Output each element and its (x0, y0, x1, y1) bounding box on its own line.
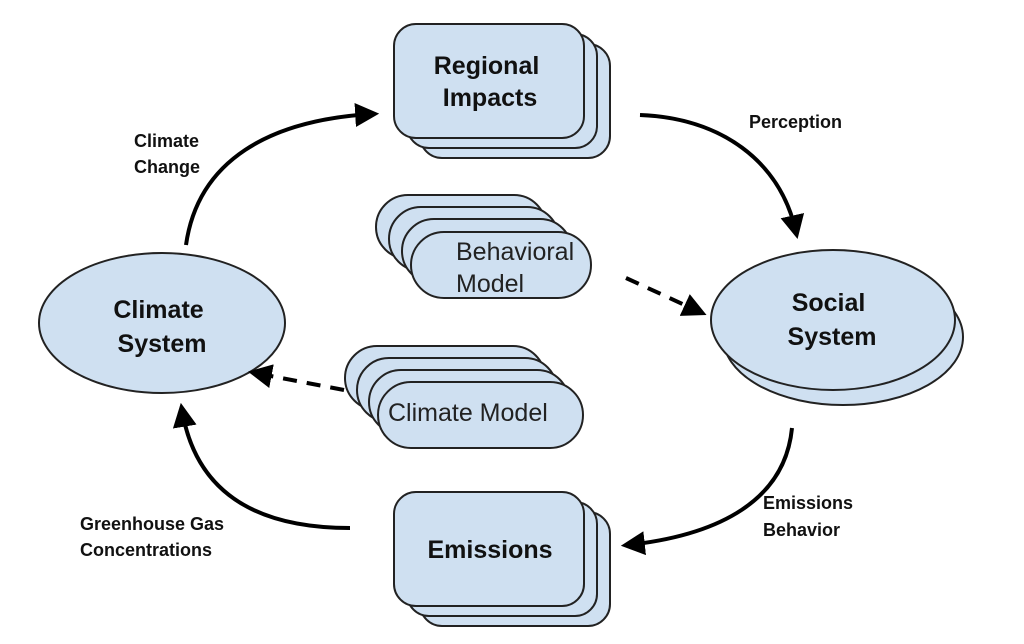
behavioral-model-line1: Behavioral (456, 238, 574, 266)
social-system-node: Social System (710, 249, 964, 406)
emissions-node: Emissions (393, 491, 611, 627)
arrow-emissions-behavior (620, 427, 794, 556)
emissions-box (393, 491, 585, 607)
regional-impacts-line1: Regional (434, 52, 540, 80)
social-system-label: Social System (788, 289, 877, 351)
behavioral-model-pill (410, 231, 592, 299)
regional-impacts-box (393, 23, 585, 139)
arrow-perception (639, 113, 805, 240)
edge-label-emissions-behavior: Emissions Behavior (763, 493, 858, 540)
arrow-climate-model-to-system (247, 364, 345, 392)
behavioral-model-line2: Model (456, 270, 524, 298)
regional-impacts-line2: Impacts (443, 84, 537, 112)
climate-model-label: Climate Model (388, 399, 548, 427)
regional-impacts-label: Regional Impacts (434, 52, 547, 112)
greenhouse-gas-line1: Greenhouse Gas (80, 514, 224, 534)
climate-model-pill (377, 381, 584, 449)
behavioral-model-node: Behavioral Model (375, 194, 592, 299)
climate-system-label: Climate System (113, 296, 210, 358)
climate-system-line2: System (118, 330, 207, 358)
social-system-ellipse (710, 249, 956, 391)
behavioral-model-label: Behavioral Model (456, 238, 581, 298)
climate-system-node: Climate System (38, 252, 286, 394)
arrow-greenhouse-gas (172, 402, 351, 530)
arrow-climate-change (184, 103, 380, 246)
social-system-line2: System (788, 323, 877, 351)
edge-label-perception: Perception (749, 112, 842, 132)
climate-system-line1: Climate (113, 296, 203, 324)
climate-model-line1: Climate Model (388, 399, 548, 427)
emissions-behavior-line2: Behavior (763, 520, 840, 540)
perception-line1: Perception (749, 112, 842, 132)
arrow-behavioral-to-social (625, 276, 707, 316)
emissions-line1: Emissions (427, 536, 552, 564)
emissions-label: Emissions (427, 536, 552, 564)
climate-change-line1: Climate (134, 131, 199, 151)
edge-label-climate-change: Climate Change (134, 131, 204, 177)
climate-model-node: Climate Model (344, 345, 584, 449)
climate-change-line2: Change (134, 157, 200, 177)
social-system-line1: Social (792, 289, 866, 317)
greenhouse-gas-line2: Concentrations (80, 540, 212, 560)
emissions-behavior-line1: Emissions (763, 493, 853, 513)
climate-system-ellipse (38, 252, 286, 394)
edge-label-greenhouse-gas: Greenhouse Gas Concentrations (80, 514, 229, 560)
regional-impacts-node: Regional Impacts (393, 23, 611, 159)
